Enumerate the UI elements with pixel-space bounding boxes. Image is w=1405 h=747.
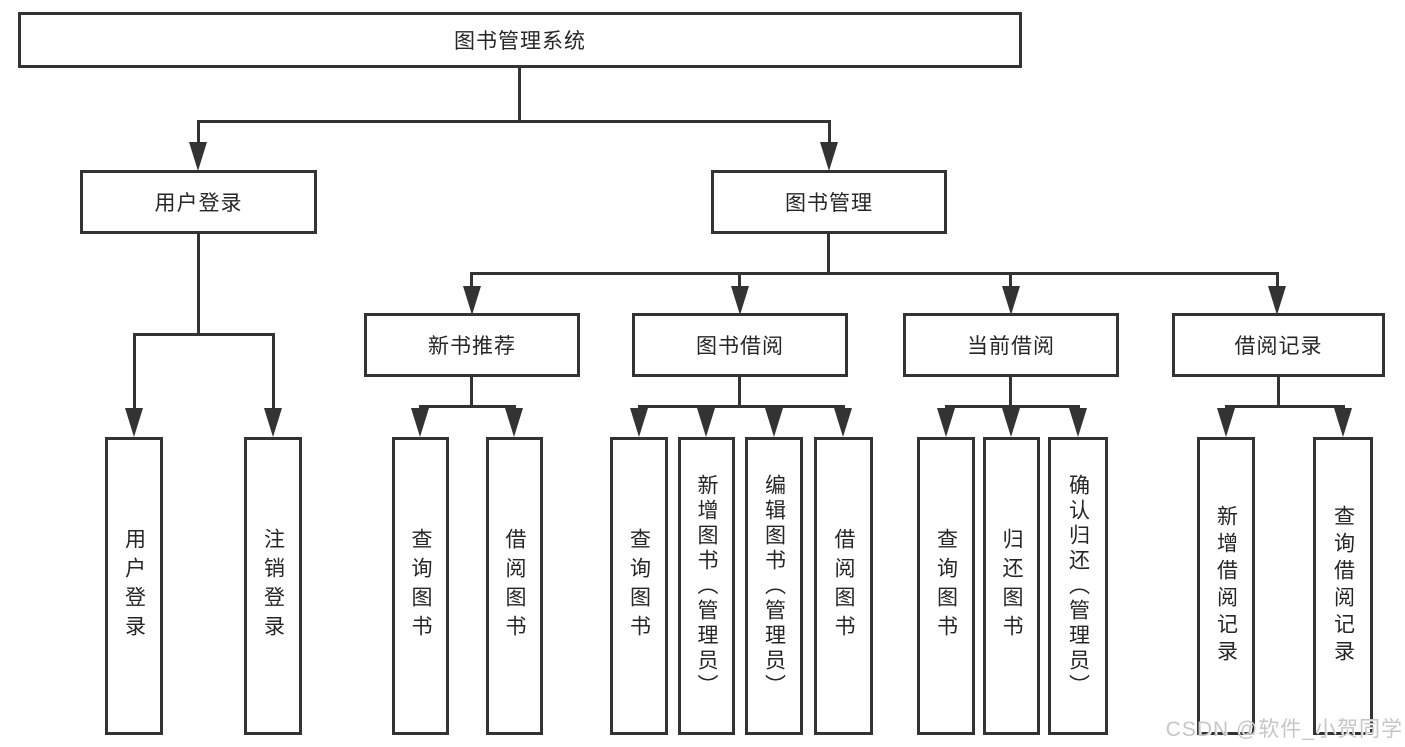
node-current-borrowing: 当前借阅: [903, 313, 1119, 377]
leaf-cur-return-book-label: 归还图书: [1000, 528, 1023, 644]
arrow-recs-query-record: [1334, 408, 1352, 437]
leaf-bor-borrow-book: 借阅图书: [814, 437, 873, 735]
node-book-management: 图书管理: [711, 170, 947, 234]
node-user-login-label: 用户登录: [154, 192, 243, 215]
connector-borrowrecords-span: [1225, 405, 1345, 408]
leaf-bor-query-book-label: 查询图书: [627, 528, 651, 644]
connector-leaf-logout-shaft: [272, 333, 275, 410]
connector-bookborrow-stem: [738, 377, 741, 408]
arrow-borrowrecords: [1268, 286, 1286, 315]
leaf-bor-add-book: 新增图书（管理员）: [678, 437, 735, 735]
leaf-bor-query-book: 查询图书: [610, 437, 668, 735]
leaf-bor-add-book-label: 新增图书（管理员）: [695, 473, 718, 699]
leaf-bor-edit-book-label: 编辑图书（管理员）: [762, 473, 786, 699]
leaf-recs-add-record-label: 新增借阅记录: [1214, 505, 1238, 667]
connector-userlogin-shaft: [197, 120, 200, 146]
connector-bookmgmt-stem: [827, 234, 830, 275]
connector-borrowrecords-shaft: [1276, 272, 1279, 289]
arrow-leaf-userlogin: [125, 408, 143, 437]
connector-newbookrec-shaft: [470, 272, 473, 289]
arrow-cur-return-book: [1002, 408, 1020, 437]
connector-borrowrecords-stem: [1277, 377, 1280, 408]
leaf-logout: 注销登录: [244, 437, 302, 735]
leaf-rec-query-book-label: 查询图书: [409, 528, 432, 644]
connector-bookborrow-span: [638, 405, 845, 408]
leaf-cur-query-book-label: 查询图书: [934, 528, 958, 644]
arrow-rec-borrow-book: [505, 408, 523, 437]
arrow-cur-confirm-return: [1069, 408, 1087, 437]
arrow-bor-borrow-book: [834, 408, 852, 437]
arrow-newbookrec: [463, 286, 481, 315]
leaf-rec-query-book: 查询图书: [392, 437, 449, 735]
node-library-system-label: 图书管理系统: [454, 30, 586, 53]
arrow-bor-edit-book: [765, 408, 783, 437]
arrow-rec-query-book: [411, 408, 429, 437]
leaf-cur-return-book: 归还图书: [983, 437, 1040, 735]
leaf-cur-confirm-return: 确认归还（管理员）: [1048, 437, 1108, 735]
arrow-cur-query-book: [937, 408, 955, 437]
node-current-borrowing-label: 当前借阅: [967, 335, 1055, 358]
arrow-bookmgmt: [820, 142, 838, 171]
leaf-cur-confirm-return-label: 确认归还（管理员）: [1066, 473, 1090, 699]
node-new-book-recommend-label: 新书推荐: [428, 335, 516, 358]
leaf-rec-borrow-book: 借阅图书: [486, 437, 543, 735]
arrow-bookborrow: [731, 286, 749, 315]
watermark: CSDN @软件_小贺同学: [1165, 718, 1403, 741]
leaf-user-login: 用户登录: [105, 437, 163, 735]
connector-currentborrow-shaft: [1009, 272, 1012, 289]
connector-userlogin-stem: [197, 234, 200, 335]
connector-currentborrow-span: [945, 405, 1080, 408]
arrow-leaf-logout: [264, 408, 282, 437]
node-book-borrowing: 图书借阅: [632, 313, 848, 377]
leaf-bor-edit-book: 编辑图书（管理员）: [745, 437, 803, 735]
connector-bookborrow-shaft: [738, 272, 741, 289]
connector-root-stem: [518, 68, 521, 123]
leaf-cur-query-book: 查询图书: [917, 437, 975, 735]
node-borrowing-records: 借阅记录: [1172, 313, 1385, 377]
leaf-rec-borrow-book-label: 借阅图书: [503, 528, 526, 644]
connector-currentborrow-stem: [1009, 377, 1012, 408]
connector-bookmgmt-span: [471, 272, 1279, 275]
connector-bookmgmt-shaft: [828, 120, 831, 146]
leaf-logout-label: 注销登录: [261, 528, 285, 644]
connector-leaf-userlogin-shaft: [133, 333, 136, 410]
node-library-system: 图书管理系统: [18, 12, 1022, 68]
arrow-currentborrow: [1002, 286, 1020, 315]
leaf-recs-query-record: 查询借阅记录: [1313, 437, 1373, 735]
leaf-bor-borrow-book-label: 借阅图书: [832, 528, 855, 644]
node-user-login: 用户登录: [80, 170, 317, 234]
leaf-recs-add-record: 新增借阅记录: [1197, 437, 1255, 735]
arrow-bor-query-book: [630, 408, 648, 437]
node-book-management-label: 图书管理: [785, 192, 873, 215]
leaf-user-login-label: 用户登录: [122, 528, 146, 644]
node-book-borrowing-label: 图书借阅: [696, 335, 784, 358]
node-borrowing-records-label: 借阅记录: [1234, 335, 1323, 358]
leaf-recs-query-record-label: 查询借阅记录: [1331, 505, 1355, 667]
connector-newbookrec-stem: [470, 377, 473, 408]
arrow-userlogin: [189, 142, 207, 171]
connector-root-span: [197, 120, 831, 123]
connector-userlogin-span: [133, 333, 275, 336]
arrow-recs-add-record: [1217, 408, 1235, 437]
connector-newbookrec-span: [419, 405, 516, 408]
arrow-bor-add-book: [697, 408, 715, 437]
node-new-book-recommend: 新书推荐: [364, 313, 580, 377]
